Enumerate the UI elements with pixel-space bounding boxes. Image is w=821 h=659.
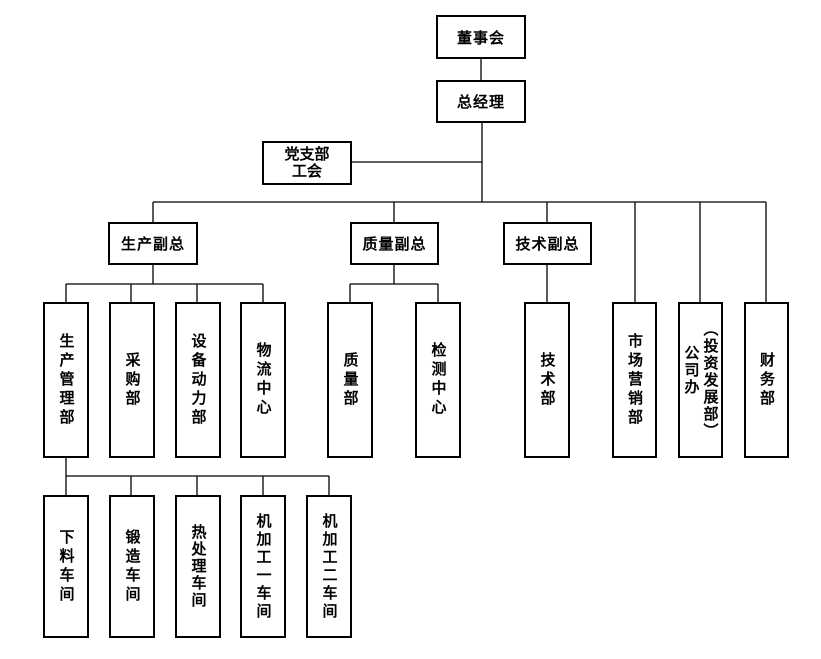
general-manager-box[interactable]: 总经理 <box>436 80 526 123</box>
workshop-label: 机加工二车间 <box>320 512 339 621</box>
party-union-box[interactable]: 党支部 工会 <box>262 141 352 185</box>
dept-box-marketing[interactable]: 市场营销部 <box>612 302 657 458</box>
dept-label: 设备动力部 <box>189 332 208 428</box>
workshop-label: 热处理车间 <box>189 524 208 609</box>
dept-label: 技术部 <box>538 351 557 409</box>
dept-label: 质量部 <box>341 351 360 409</box>
dept-label: 财务部 <box>758 351 776 409</box>
board-box[interactable]: 董事会 <box>436 15 526 59</box>
workshop-label: 机加工一车间 <box>254 512 273 621</box>
quality-vp-label: 质量副总 <box>362 235 427 253</box>
dept-label: 生产管理部 <box>57 332 76 428</box>
dept-label: 物流中心 <box>254 342 273 418</box>
dept-box-testing-center[interactable]: 检测中心 <box>415 302 461 458</box>
workshop-box-cutting[interactable]: 下料车间 <box>43 495 89 638</box>
company-office-label: 公司办 <box>682 344 701 396</box>
production-vp-box[interactable]: 生产副总 <box>108 222 198 265</box>
union-label: 工会 <box>291 162 322 180</box>
workshop-box-machining-2[interactable]: 机加工二车间 <box>306 495 352 638</box>
tech-vp-box[interactable]: 技术副总 <box>503 222 592 265</box>
quality-vp-box[interactable]: 质量副总 <box>350 222 439 265</box>
party-branch-label: 党支部 <box>284 145 330 163</box>
dept-box-equipment-power[interactable]: 设备动力部 <box>175 302 221 458</box>
dept-box-technology[interactable]: 技术部 <box>524 302 570 458</box>
dept-box-company-office[interactable]: （投资发展部） 公司办 <box>678 302 723 458</box>
company-office-labels: （投资发展部） 公司办 <box>682 320 720 440</box>
workshop-label: 下料车间 <box>57 528 76 605</box>
dept-label: 检测中心 <box>429 342 448 418</box>
dept-label: 市场营销部 <box>626 332 644 428</box>
dept-box-procurement[interactable]: 采购部 <box>109 302 155 458</box>
general-manager-label: 总经理 <box>456 93 505 111</box>
dept-label: 采购部 <box>123 351 142 409</box>
workshop-box-heat-treatment[interactable]: 热处理车间 <box>175 495 221 638</box>
tech-vp-label: 技术副总 <box>515 235 580 253</box>
workshop-box-machining-1[interactable]: 机加工一车间 <box>240 495 286 638</box>
dept-box-quality[interactable]: 质量部 <box>327 302 373 458</box>
dept-box-logistics-center[interactable]: 物流中心 <box>240 302 286 458</box>
board-label: 董事会 <box>456 28 505 47</box>
dept-box-finance[interactable]: 财务部 <box>744 302 789 458</box>
workshop-label: 锻造车间 <box>123 528 142 605</box>
investment-dev-label: （投资发展部） <box>701 320 720 440</box>
dept-box-production-management[interactable]: 生产管理部 <box>43 302 89 458</box>
production-vp-label: 生产副总 <box>120 235 185 253</box>
workshop-box-forging[interactable]: 锻造车间 <box>109 495 155 638</box>
